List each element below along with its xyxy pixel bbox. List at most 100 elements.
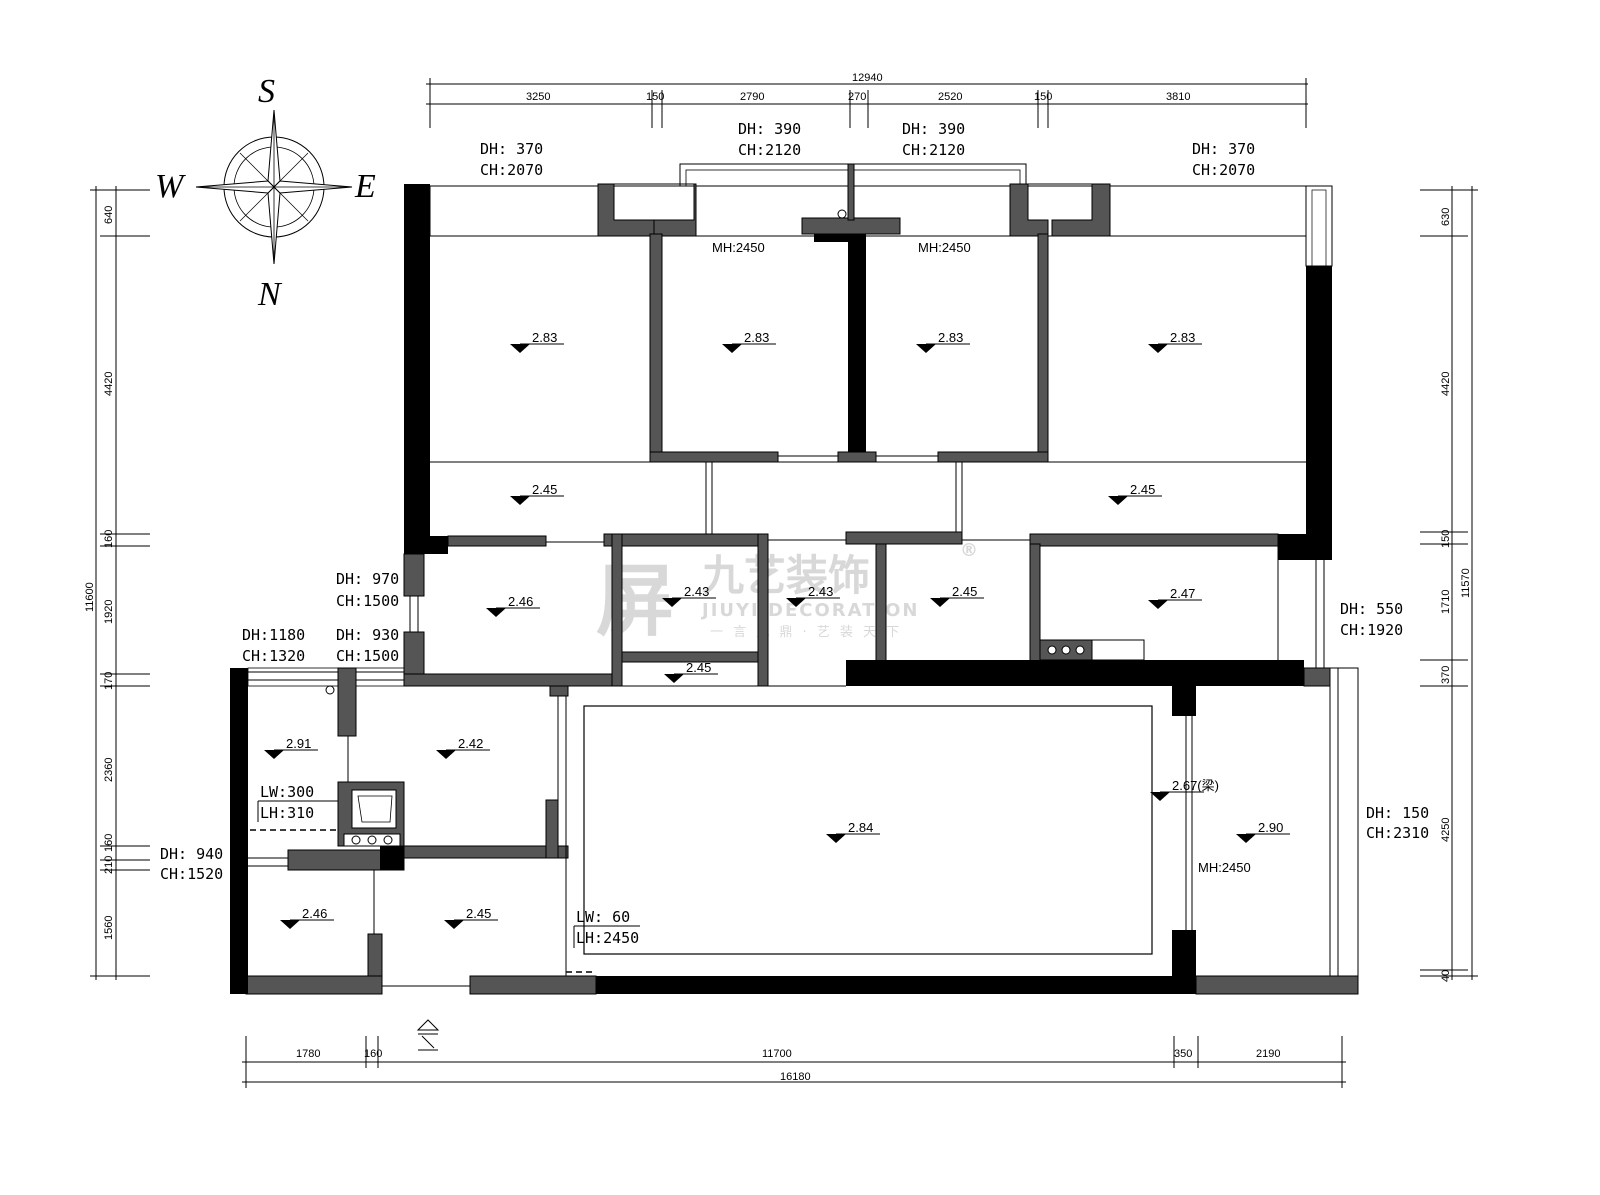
compass-east: E (354, 168, 376, 205)
height-marker-value: 2.45 (1130, 482, 1155, 497)
height-marker-value: 2.83 (1170, 330, 1195, 345)
height-marker: 2.45 (510, 482, 564, 505)
top-dimension-1: 3250 (526, 91, 550, 103)
bottom-dimension-3: 11700 (762, 1048, 792, 1060)
height-marker-value: 2.45 (532, 482, 557, 497)
height-marker-triangle-icon (1236, 834, 1256, 843)
right-dimension-2: 4420 (1440, 372, 1452, 396)
watermark-brand-cn: 九艺装饰 (702, 551, 870, 600)
opening-8-ch: CH:1920 (1340, 621, 1403, 639)
height-marker-triangle-icon (662, 598, 682, 607)
height-marker-triangle-icon (280, 920, 300, 929)
height-marker-value: 2.45 (686, 660, 711, 675)
height-marker-value: 2.43 (684, 584, 709, 599)
height-marker-triangle-icon (1150, 792, 1170, 801)
compass-south: S (258, 73, 275, 110)
left-dimension-5: 170 (103, 672, 115, 690)
opening-3-ch: CH:2120 (902, 141, 965, 159)
height-marker-triangle-icon (930, 598, 950, 607)
compass-rose-icon (195, 109, 353, 265)
height-marker-triangle-icon (486, 608, 506, 617)
height-marker: 2.45 (930, 584, 984, 607)
height-marker-triangle-icon (786, 598, 806, 607)
left-dimension-lines (90, 186, 150, 980)
bottom-dimension-2: 160 (364, 1048, 382, 1060)
opening-5-dh: DH: 970 (336, 570, 399, 588)
compass-north: N (257, 276, 283, 313)
right-dimension-lines (1420, 186, 1478, 980)
height-marker: 2.47 (1148, 586, 1202, 609)
opening-2-ch: CH:2120 (738, 141, 801, 159)
opening-9-ch: CH:2310 (1366, 824, 1429, 842)
opening-8-dh: DH: 550 (1340, 600, 1403, 618)
height-marker: 2.45 (1108, 482, 1162, 505)
height-marker-triangle-icon (264, 750, 284, 759)
right-dimension-4: 1710 (1440, 590, 1452, 614)
watermark-mark: 屏 (596, 557, 674, 647)
height-marker-triangle-icon (1108, 496, 1128, 505)
right-total-dimension: 11570 (1460, 568, 1472, 598)
bottom-dimension-lines (242, 1036, 1346, 1088)
height-marker-value: 2.47 (1170, 586, 1195, 601)
top-dimension-4: 270 (848, 91, 866, 103)
height-marker: 2.90 (1236, 820, 1290, 843)
height-marker-value: 2.67(梁) (1172, 778, 1219, 793)
left-dimension-9: 1560 (103, 916, 115, 940)
height-marker-value: 2.43 (808, 584, 833, 599)
opening-5-ch: CH:1500 (336, 592, 399, 610)
height-marker-triangle-icon (510, 496, 530, 505)
left-dimension-2: 4420 (103, 372, 115, 396)
top-dimension-lines (426, 78, 1308, 128)
opening-1-dh: DH: 370 (480, 140, 543, 158)
opening-4-dh: DH: 370 (1192, 140, 1255, 158)
height-marker-triangle-icon (1148, 600, 1168, 609)
watermark-slogan: 一 言 九 鼎 · 艺 装 天 下 (710, 625, 902, 640)
lh-kitchen-note: LH:310 (260, 804, 314, 822)
height-marker: 2.83 (722, 330, 776, 353)
height-marker-value: 2.83 (744, 330, 769, 345)
opening-4-ch: CH:2070 (1192, 161, 1255, 179)
left-dimension-6: 2360 (103, 758, 115, 782)
height-marker-value: 2.83 (938, 330, 963, 345)
north-marker-icon (416, 1019, 440, 1051)
height-marker-triangle-icon (510, 344, 530, 353)
height-marker-value: 2.84 (848, 820, 873, 835)
height-marker: 2.46 (486, 594, 540, 617)
bottom-dimension-1: 1780 (296, 1048, 320, 1060)
opening-2-dh: DH: 390 (738, 120, 801, 138)
lh-living-note: LH:2450 (576, 929, 639, 947)
opening-6-ch: CH:1320 (242, 647, 305, 665)
left-dimension-7: 210 (103, 856, 115, 874)
height-marker-value: 2.42 (458, 736, 483, 751)
lw-kitchen-note: LW:300 (260, 783, 314, 801)
right-dimension-1: 630 (1440, 208, 1452, 226)
height-marker: 2.83 (916, 330, 970, 353)
mh-balcony-note: MH:2450 (1198, 860, 1251, 875)
bottom-dimension-4: 350 (1174, 1048, 1192, 1060)
top-dimension-3: 2790 (740, 91, 764, 103)
height-marker: 2.67(梁) (1150, 778, 1219, 801)
height-marker: 2.45 (664, 660, 718, 683)
height-marker-value: 2.46 (508, 594, 533, 609)
bottom-dimension-5: 2190 (1256, 1048, 1280, 1060)
height-marker-value: 2.90 (1258, 820, 1283, 835)
height-marker-triangle-icon (1148, 344, 1168, 353)
top-dimension-5: 2520 (938, 91, 962, 103)
compass-west: W (155, 168, 186, 205)
height-marker-value: 2.45 (466, 906, 491, 921)
height-marker-value: 2.91 (286, 736, 311, 751)
opening-10-dh: DH: 940 (160, 845, 223, 863)
height-marker-value: 2.46 (302, 906, 327, 921)
opening-10-ch: CH:1520 (160, 865, 223, 883)
top-dimension-7: 3810 (1166, 91, 1190, 103)
height-marker-triangle-icon (664, 674, 684, 683)
right-dimension-3: 150 (1440, 530, 1452, 548)
left-dimension-1: 640 (103, 206, 115, 224)
right-dimension-6: 4250 (1440, 818, 1452, 842)
opening-1-ch: CH:2070 (480, 161, 543, 179)
height-marker-triangle-icon (436, 750, 456, 759)
height-marker-triangle-icon (826, 834, 846, 843)
right-dimension-7: 40 (1440, 970, 1452, 982)
opening-7-dh: DH: 930 (336, 626, 399, 644)
